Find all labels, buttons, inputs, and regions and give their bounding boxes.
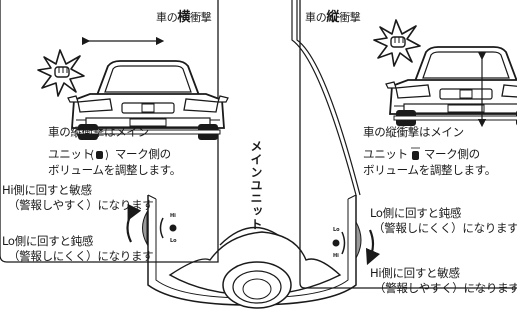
right-dial-lo-text: Lo bbox=[333, 227, 340, 233]
left-hi-sub: （警報しやすく）になります bbox=[8, 198, 154, 212]
left-sensitivity-knob bbox=[142, 197, 149, 260]
left-dial-lo-text: Lo bbox=[170, 238, 177, 244]
left-description-line3: ボリュームを調整します。 bbox=[48, 163, 181, 177]
right-lo-sub: （警報しにくく）になります bbox=[373, 221, 517, 235]
right-dial-hi-text: Hi bbox=[333, 253, 339, 259]
left-panel-frame bbox=[0, 0, 219, 263]
left-dial-hi-text: Hi bbox=[170, 213, 176, 219]
left-lo-label: Lo側に回すと鈍感 bbox=[2, 234, 94, 248]
right-car-illustration bbox=[385, 46, 517, 127]
left-lo-sub: （警報しにくく）になります bbox=[8, 249, 154, 263]
main-unit-label: メインユニット bbox=[249, 140, 263, 231]
right-hi-label: Hi側に回すと敏感 bbox=[370, 266, 460, 280]
right-sensitivity-knob bbox=[355, 220, 362, 260]
left-description-line1: 車の縦衝撃はメイン bbox=[48, 125, 149, 139]
left-impact-fist bbox=[37, 49, 85, 97]
right-panel-frame bbox=[299, 0, 517, 289]
right-description-line2: ユニットマーク側の bbox=[363, 147, 480, 161]
left-rotate-arrow-icon bbox=[126, 203, 142, 243]
left-hi-label: Hi側に回すと敏感 bbox=[2, 183, 92, 197]
left-speaker-mark-icon bbox=[91, 149, 108, 161]
right-description-line3: ボリュームを調整します。 bbox=[363, 163, 496, 177]
right-description-line1: 車の縦衝撃はメイン bbox=[363, 125, 464, 139]
right-hi-sub: （警報しやすく）になります bbox=[374, 281, 517, 295]
right-rotate-arrow-icon bbox=[365, 229, 381, 266]
right-dial-label-icon bbox=[332, 231, 346, 255]
left-panel-title: 車の横衝撃 bbox=[156, 10, 212, 25]
right-panel-title: 車の縦衝撃 bbox=[305, 10, 361, 25]
right-impact-fist bbox=[373, 19, 421, 67]
left-description-line2: ユニットマーク側の bbox=[48, 147, 171, 161]
right-speaker-mark-icon bbox=[411, 147, 420, 160]
left-dial-label-icon bbox=[159, 217, 177, 239]
right-lo-label: Lo側に回すと鈍感 bbox=[370, 206, 462, 220]
